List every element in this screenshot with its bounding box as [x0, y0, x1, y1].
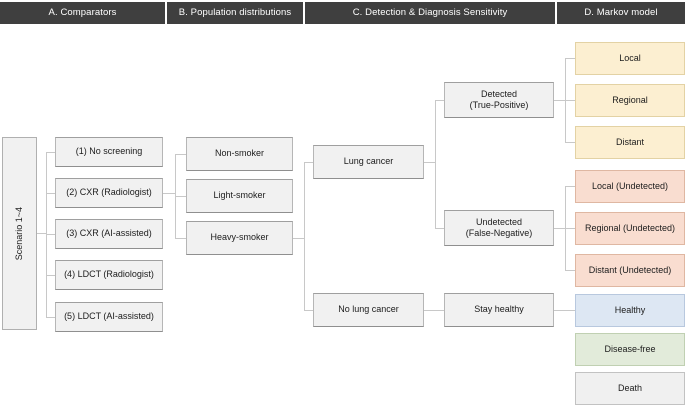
- connector-no-lung-cancer-to-stay-healthy: [424, 310, 444, 311]
- population-label: Light-smoker: [213, 190, 266, 201]
- connector-detection-spine: [435, 100, 436, 228]
- detection-outcome-undetected[interactable]: Undetected (False-Negative): [444, 210, 554, 246]
- connector-scenario-to-comparator-1: [46, 152, 56, 153]
- markov-state-label: Local: [619, 52, 641, 63]
- connector-to-non-smoker: [175, 154, 186, 155]
- detection-outcome-stay-healthy[interactable]: Stay healthy: [444, 293, 554, 327]
- population-label: Non-smoker: [214, 148, 264, 159]
- markov-state-label: Distant: [615, 136, 644, 147]
- markov-state-disease-free[interactable]: Disease-free: [575, 333, 685, 366]
- connector-to-distant: [565, 142, 575, 143]
- comparator-label: (3) CXR (AI-assisted): [66, 228, 152, 239]
- comparator-ldct-ai-assisted[interactable]: (5) LDCT (AI-assisted): [55, 302, 163, 332]
- markov-state-distant[interactable]: Distant: [575, 126, 685, 159]
- markov-state-label: Disease-free: [604, 343, 656, 354]
- markov-state-label: Regional (Undetected): [584, 222, 676, 233]
- scenario-box[interactable]: Scenario 1~4: [2, 137, 37, 330]
- detection-outcome-label: Undetected: [475, 216, 523, 227]
- connector-disease-spine: [304, 162, 305, 310]
- comparator-cxr-radiologist[interactable]: (2) CXR (Radiologist): [55, 178, 163, 208]
- disease-state-label: No lung cancer: [338, 304, 399, 315]
- connector-scenario-to-comparator-4: [46, 275, 56, 276]
- markov-state-regional[interactable]: Regional: [575, 84, 685, 117]
- connector-to-light-smoker: [175, 196, 186, 197]
- markov-state-local[interactable]: Local: [575, 42, 685, 75]
- population-label: Heavy-smoker: [210, 232, 269, 243]
- population-non-smoker[interactable]: Non-smoker: [186, 137, 293, 171]
- comparator-no-screening[interactable]: (1) No screening: [55, 137, 163, 167]
- column-header-markov-model: D. Markov model: [557, 2, 685, 24]
- connector-comparator-2-out: [163, 193, 175, 194]
- markov-state-healthy[interactable]: Healthy: [575, 294, 685, 327]
- comparator-label: (5) LDCT (AI-assisted): [64, 311, 154, 322]
- markov-state-label: Healthy: [614, 304, 646, 315]
- comparator-label: (1) No screening: [75, 146, 143, 157]
- column-header-population-distributions: B. Population distributions: [167, 2, 303, 24]
- connector-lung-cancer-out: [424, 162, 435, 163]
- markov-state-local-undetected[interactable]: Local (Undetected): [575, 170, 685, 203]
- column-header-comparators: A. Comparators: [0, 2, 165, 24]
- disease-state-no-lung-cancer[interactable]: No lung cancer: [313, 293, 424, 327]
- connector-to-no-lung-cancer: [304, 310, 313, 311]
- connector-detected-out: [554, 100, 565, 101]
- disease-state-lung-cancer[interactable]: Lung cancer: [313, 145, 424, 179]
- comparator-label: (2) CXR (Radiologist): [66, 187, 152, 198]
- markov-state-distant-undetected[interactable]: Distant (Undetected): [575, 254, 685, 287]
- connector-to-distant-undetected: [565, 270, 575, 271]
- markov-state-label: Local (Undetected): [591, 180, 669, 191]
- comparator-cxr-ai-assisted[interactable]: (3) CXR (AI-assisted): [55, 219, 163, 249]
- connector-scenario-to-comparator-2: [46, 193, 56, 194]
- markov-state-regional-undetected[interactable]: Regional (Undetected): [575, 212, 685, 245]
- detection-outcome-detected[interactable]: Detected (True-Positive): [444, 82, 554, 118]
- connector-to-local: [565, 58, 575, 59]
- connector-undetected-out: [554, 228, 565, 229]
- population-heavy-smoker[interactable]: Heavy-smoker: [186, 221, 293, 255]
- scenario-label: Scenario 1~4: [13, 206, 24, 261]
- connector-to-local-undetected: [565, 186, 575, 187]
- connector-heavy-smoker-out: [293, 238, 304, 239]
- connector-to-regional: [565, 100, 575, 101]
- connector-to-heavy-smoker: [175, 238, 186, 239]
- detection-outcome-label: Stay healthy: [474, 304, 524, 315]
- detection-outcome-label: Detected: [480, 88, 518, 99]
- detection-outcome-sublabel: (True-Positive): [469, 100, 529, 110]
- column-header-detection-diagnosis-sensitivity: C. Detection & Diagnosis Sensitivity: [305, 2, 555, 24]
- connector-scenario-to-comparator-3: [46, 234, 56, 235]
- connector-scenario-stub: [37, 233, 47, 234]
- comparator-label: (4) LDCT (Radiologist): [64, 269, 154, 280]
- markov-state-death[interactable]: Death: [575, 372, 685, 405]
- connector-to-regional-undetected: [565, 228, 575, 229]
- markov-state-label: Death: [617, 382, 643, 393]
- comparator-ldct-radiologist[interactable]: (4) LDCT (Radiologist): [55, 260, 163, 290]
- connector-scenario-to-comparator-5: [46, 317, 56, 318]
- markov-state-label: Regional: [612, 94, 648, 105]
- connector-to-undetected: [435, 228, 444, 229]
- detection-outcome-sublabel: (False-Negative): [465, 228, 533, 238]
- connector-to-lung-cancer: [304, 162, 313, 163]
- connector-stay-healthy-out: [554, 310, 575, 311]
- population-light-smoker[interactable]: Light-smoker: [186, 179, 293, 213]
- connector-to-detected: [435, 100, 444, 101]
- disease-state-label: Lung cancer: [343, 156, 394, 167]
- markov-state-label: Distant (Undetected): [588, 264, 672, 275]
